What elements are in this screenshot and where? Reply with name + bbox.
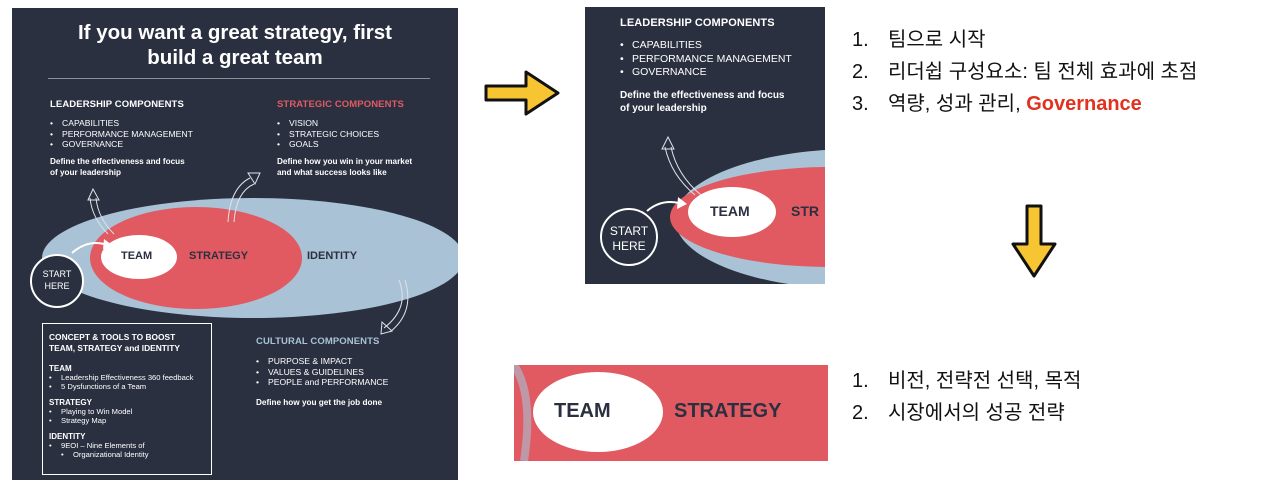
strategy-label: STRATEGY <box>189 250 249 262</box>
list-item: Strategy Map <box>49 416 209 425</box>
zoom-team-label: TEAM <box>710 203 750 219</box>
page-title: If you want a great strategy, first buil… <box>12 20 458 70</box>
governance-highlight: Governance <box>1026 93 1142 115</box>
tools-team-list: Leadership Effectiveness 360 feedback 5 … <box>49 373 209 392</box>
leadership-heading: LEADERSHIP COMPONENTS <box>50 99 184 110</box>
zoom-leadership-desc: Define the effectiveness and focus of yo… <box>620 89 785 115</box>
list-item: GOVERNANCE <box>50 139 250 150</box>
ellipse-diagram <box>30 172 458 335</box>
start-here-label: START HERE <box>42 269 72 291</box>
list-item: STRATEGIC CHOICES <box>277 129 457 140</box>
list-item: 5 Dysfunctions of a Team <box>49 382 209 391</box>
leadership-desc: Define the effectiveness and focus of yo… <box>50 156 185 177</box>
title-line-2: build a great team <box>147 46 323 69</box>
list-item: Playing to Win Model <box>49 407 209 416</box>
cultural-list: PURPOSE & IMPACT VALUES & GUIDELINES PEO… <box>256 356 446 388</box>
list-item: CAPABILITIES <box>50 118 250 129</box>
list-item: PERFORMANCE MANAGEMENT <box>50 129 250 140</box>
strategic-arrow-head-icon <box>247 172 261 186</box>
zoom2-ellipse-diagram <box>514 365 663 461</box>
team-ellipse <box>688 187 776 237</box>
tools-title: CONCEPT & TOOLS TO BOOST TEAM, STRATEGY … <box>49 332 180 353</box>
zoom-leadership-heading: LEADERSHIP COMPONENTS <box>620 17 775 29</box>
zoom-strategy-label: STR <box>791 203 819 219</box>
cultural-desc: Define how you get the job done <box>256 397 382 407</box>
tools-team-heading: TEAM <box>49 364 72 373</box>
tools-strategy-list: Playing to Win Model Strategy Map <box>49 407 209 426</box>
list-item: GOALS <box>277 139 457 150</box>
start-arrow <box>71 242 105 254</box>
zoom2-strategy-label: STRATEGY <box>674 400 782 422</box>
cultural-arrow-head-icon <box>380 320 394 335</box>
tools-strategy-heading: STRATEGY <box>49 397 92 407</box>
notes-top-list: 1.팀으로 시작 2.리더쉽 구성요소: 팀 전체 효과에 초점 3.역량, 성… <box>852 24 1197 120</box>
team-ellipse <box>533 372 663 452</box>
zoom-leadership-list: CAPABILITIES PERFORMANCE MANAGEMENT GOVE… <box>620 39 820 80</box>
tools-identity-heading: IDENTITY <box>49 431 86 441</box>
notes-top: 1.팀으로 시작 2.리더쉽 구성요소: 팀 전체 효과에 초점 3.역량, 성… <box>852 24 1197 120</box>
leadership-arrow <box>664 146 696 196</box>
list-item: 2.시장에서의 성공 전략 <box>852 402 1065 424</box>
zoom-team-strategy-panel: TEAM STRATEGY <box>514 365 828 461</box>
leadership-arrow-head-icon <box>87 187 100 201</box>
cultural-arrow <box>383 279 403 329</box>
strategic-list: VISION STRATEGIC CHOICES GOALS <box>277 118 457 150</box>
strategic-arrow <box>227 177 251 223</box>
start-arrow-head-icon <box>677 197 687 209</box>
list-item: VISION <box>277 118 457 129</box>
list-item: PURPOSE & IMPACT <box>256 356 446 367</box>
main-diagram-panel: If you want a great strategy, first buil… <box>12 8 458 480</box>
leadership-list: CAPABILITIES PERFORMANCE MANAGEMENT GOVE… <box>50 118 250 150</box>
list-item: PEOPLE and PERFORMANCE <box>256 377 446 388</box>
leadership-arrow-head-icon <box>661 135 675 150</box>
strategic-desc: Define how you win in your market and wh… <box>277 156 413 177</box>
title-line-1: If you want a great strategy, first <box>77 21 393 44</box>
strategic-section: STRATEGIC COMPONENTS VISION STRATEGIC CH… <box>277 99 457 178</box>
tools-box: CONCEPT & TOOLS TO BOOST TEAM, STRATEGY … <box>42 323 212 475</box>
list-item: 1.팀으로 시작 <box>852 29 986 51</box>
list-item: VALUES & GUIDELINES <box>256 367 446 378</box>
leadership-arrow <box>89 197 109 235</box>
strategic-heading: STRATEGIC COMPONENTS <box>277 99 404 110</box>
zoom-leadership-panel: LEADERSHIP COMPONENTS CAPABILITIES PERFO… <box>585 7 825 284</box>
identity-label: IDENTITY <box>307 250 358 262</box>
zoom-start-here-label: START HERE <box>609 224 649 253</box>
title-divider <box>48 78 430 79</box>
notes-bottom: 1.비전, 전략전 선택, 목적 2.시장에서의 성공 전략 <box>852 365 1081 429</box>
list-item-continued: Organizational Identity <box>49 450 209 459</box>
list-item: 2.리더쉽 구성요소: 팀 전체 효과에 초점 <box>852 61 1198 83</box>
list-item: 3.역량, 성과 관리, Governance <box>852 93 1142 115</box>
tools-content: TEAM Leadership Effectiveness 360 feedba… <box>49 364 209 459</box>
start-circle <box>600 208 658 266</box>
zoom-ellipse-diagram <box>600 135 825 284</box>
arrow-right-icon <box>484 70 560 116</box>
notes-bottom-list: 1.비전, 전략전 선택, 목적 2.시장에서의 성공 전략 <box>852 365 1081 429</box>
start-arrow-head-icon <box>103 239 112 249</box>
list-item: CAPABILITIES <box>620 39 820 53</box>
list-item: Leadership Effectiveness 360 feedback <box>49 373 209 382</box>
team-ellipse <box>101 235 177 279</box>
list-item: GOVERNANCE <box>620 66 820 80</box>
zoom-leadership-section: LEADERSHIP COMPONENTS CAPABILITIES PERFO… <box>620 17 820 116</box>
cultural-section: CULTURAL COMPONENTS PURPOSE & IMPACT VAL… <box>256 336 446 408</box>
team-label: TEAM <box>121 250 153 262</box>
zoom2-team-label: TEAM <box>554 400 611 422</box>
leadership-section: LEADERSHIP COMPONENTS CAPABILITIES PERFO… <box>50 99 250 178</box>
strategy-ellipse <box>90 207 302 309</box>
list-item: PERFORMANCE MANAGEMENT <box>620 53 820 67</box>
cultural-heading: CULTURAL COMPONENTS <box>256 336 380 347</box>
list-item: 1.비전, 전략전 선택, 목적 <box>852 370 1082 392</box>
start-circle <box>30 254 84 308</box>
tools-identity-list: 9EOI – Nine Elements of Organizational I… <box>49 441 209 460</box>
arrow-down-icon <box>1011 204 1057 278</box>
list-item: 9EOI – Nine Elements of <box>49 441 209 450</box>
start-arrow <box>646 201 680 212</box>
